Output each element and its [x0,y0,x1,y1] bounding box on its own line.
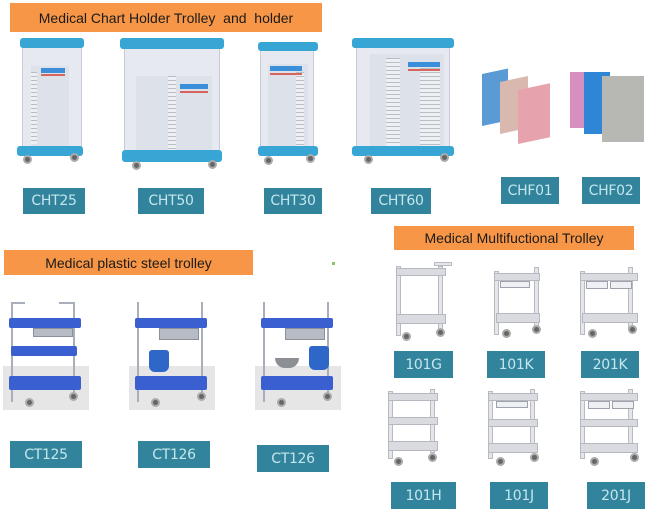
product-image-chf02[interactable] [568,70,652,148]
product-label-101j: 101J [490,482,548,509]
product-image-101j[interactable] [486,385,546,467]
product-image-201j[interactable] [578,385,644,467]
section-banner-chart-holder: Medical Chart Holder Trolley and holder [10,3,322,32]
product-label-cht50: CHT50 [138,188,204,214]
product-label-ct125: CT125 [10,441,82,468]
decorative-dot [332,262,335,265]
product-label-ct126-b: CT126 [257,445,329,472]
product-image-101g[interactable] [394,260,454,342]
section-banner-plastic-steel: Medical plastic steel trolley [4,250,253,275]
product-image-ct126-b[interactable] [255,300,341,412]
product-image-cht30[interactable] [256,42,322,168]
product-label-ct126-a: CT126 [138,441,210,468]
product-label-101h: 101H [391,482,456,509]
product-image-chf01[interactable] [478,68,558,148]
product-image-201k[interactable] [578,265,644,341]
product-image-ct125[interactable] [3,300,91,412]
product-image-cht60[interactable] [350,38,456,168]
product-label-chf02: CHF02 [582,177,640,204]
product-label-cht30: CHT30 [264,188,322,214]
product-image-ct126-a[interactable] [129,300,215,412]
product-label-101k: 101K [487,351,545,378]
product-label-101g: 101G [394,351,453,378]
product-image-cht50[interactable] [118,38,226,176]
product-image-101k[interactable] [492,265,548,341]
product-label-201j: 201J [587,482,645,509]
product-image-cht25[interactable] [15,38,85,168]
product-label-chf01: CHF01 [501,177,559,204]
section-banner-multifunctional: Medical Multifuctional Trolley [394,226,634,250]
product-label-201k: 201K [581,351,639,378]
product-image-101h[interactable] [386,385,446,467]
product-label-cht25: CHT25 [23,188,85,214]
product-label-cht60: CHT60 [371,188,431,214]
